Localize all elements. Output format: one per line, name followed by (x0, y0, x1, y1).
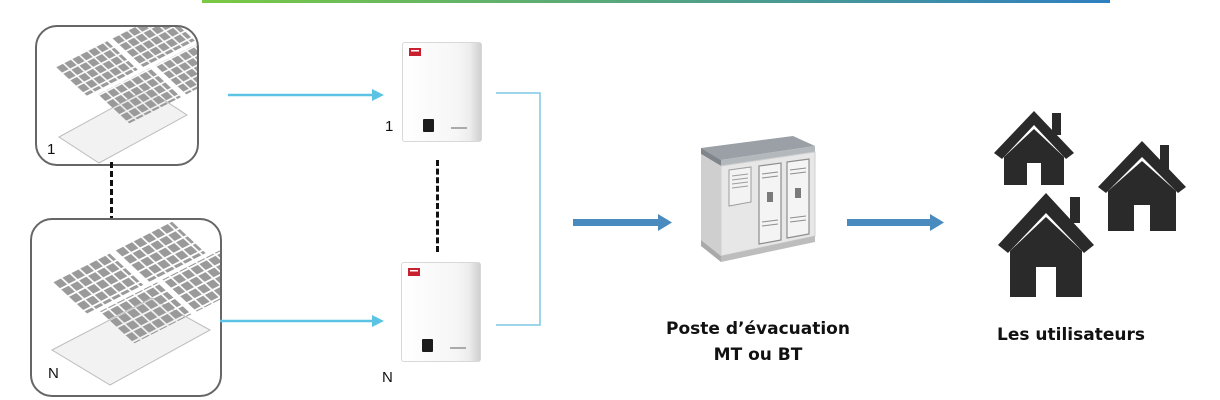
inverter-1 (402, 42, 482, 142)
users-caption: Les utilisateurs (997, 325, 1145, 345)
solar-array-n: N (30, 218, 222, 397)
panels-series-ellipsis (110, 162, 113, 222)
inverter-brand-mark (450, 347, 466, 349)
inverter-side (471, 43, 481, 141)
inverter-logo-icon (409, 48, 421, 56)
inverters-series-ellipsis (436, 160, 439, 252)
substation-caption-line2: MT ou BT (713, 345, 803, 365)
inverter-1-label: 1 (385, 118, 394, 135)
solar-array-1-label: 1 (47, 141, 56, 158)
substation-kiosk-icon (701, 136, 816, 262)
users-houses-group (994, 111, 1186, 297)
substation-caption: Poste d’évacuation MT ou BT (640, 316, 876, 368)
solar-array-1: 1 (35, 25, 199, 166)
inverter-side (470, 263, 480, 361)
solar-panel-icon (55, 27, 197, 164)
solar-array-n-label: N (48, 365, 59, 382)
top-divider (202, 0, 1110, 3)
inverter-display (422, 339, 433, 352)
inverter-output-connector (496, 92, 541, 326)
arrow-to-users (847, 214, 944, 231)
substation-caption-line1: Poste d’évacuation (666, 319, 850, 339)
inverter-n-label: N (382, 369, 393, 386)
inverter-n (401, 262, 481, 362)
arrow-panelN-to-inverterN (220, 315, 384, 327)
inverter-logo-icon (408, 268, 420, 276)
inverter-brand-mark (451, 127, 467, 129)
arrow-panel1-to-inverter1 (228, 89, 384, 101)
arrow-to-substation (573, 214, 672, 231)
house-icon (1098, 141, 1186, 231)
solar-panel-icon (50, 221, 220, 386)
inverter-display (423, 119, 434, 132)
house-icon (994, 111, 1074, 185)
house-icon (998, 193, 1094, 297)
